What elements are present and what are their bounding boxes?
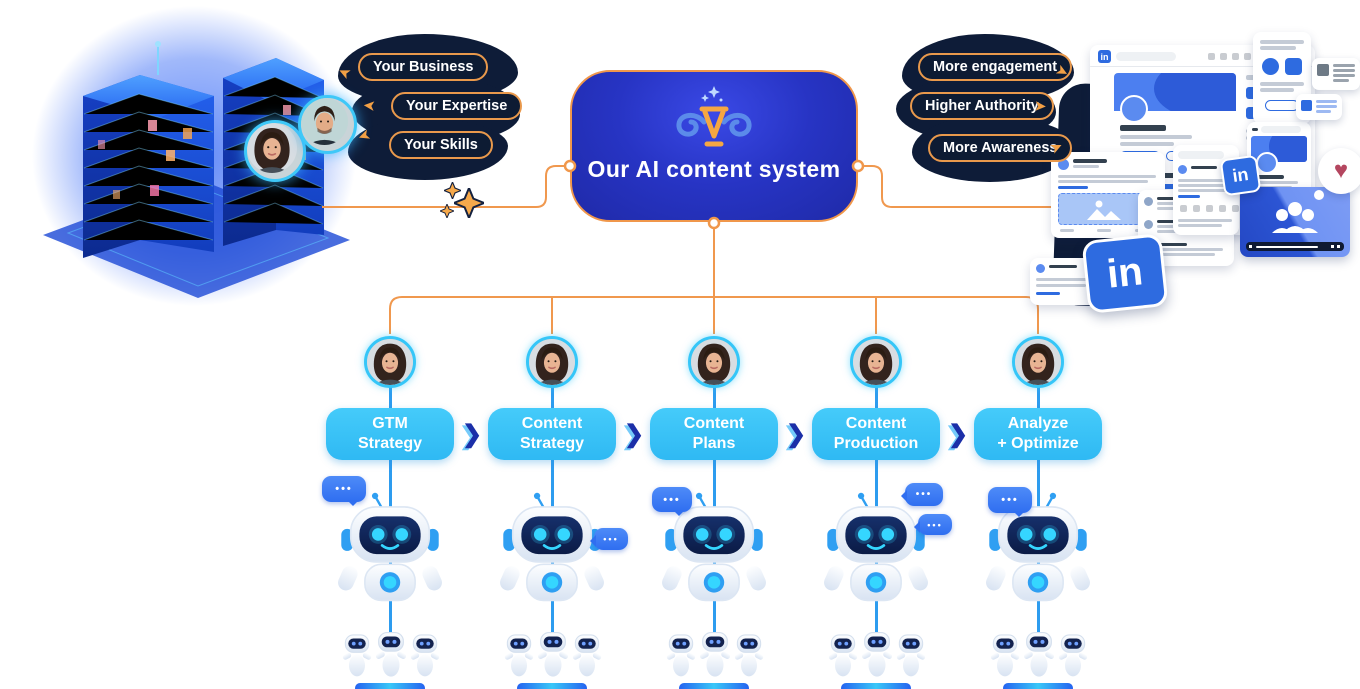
robot-agent-content-strategy (497, 488, 607, 611)
mini-robot (698, 626, 732, 689)
mini-robot (827, 628, 859, 689)
mini-robot (1057, 628, 1089, 689)
pill-more-engagement: More engagement (918, 53, 1073, 81)
mini-robot (1022, 626, 1056, 689)
chevron-right-icon: ❯ (948, 421, 969, 448)
pill-more-awareness: More Awareness (928, 134, 1073, 162)
bottom-bar (517, 683, 587, 689)
mini-robot (341, 628, 373, 689)
arrow-left-icon: ➤ (362, 96, 377, 115)
profile-cover (1251, 136, 1307, 162)
profile-avatar (1120, 95, 1148, 123)
chat-bubble-icon (1312, 58, 1360, 90)
audience-icon (1272, 202, 1318, 233)
sparkles-decoration (438, 180, 498, 235)
mini-robot (571, 628, 603, 689)
linkedin-logo: in (1098, 50, 1111, 63)
founder-avatar-man (298, 95, 357, 154)
typing-bubble-icon: ••• (322, 476, 366, 506)
typing-bubble-icon: ••• (914, 514, 952, 535)
building-illustration (32, 6, 356, 306)
pill-your-expertise: Your Expertise (391, 92, 523, 120)
stage-avatar (526, 336, 578, 388)
mini-robot (860, 626, 894, 689)
mini-robot (374, 626, 408, 689)
robot-agent-content-production (821, 488, 931, 611)
pill-your-skills: Your Skills (389, 131, 493, 159)
video-player-mockup (1240, 187, 1350, 257)
center-system-box: Our AI content system (570, 70, 858, 222)
tower-left (83, 75, 214, 258)
bottom-bar (355, 683, 425, 689)
typing-bubble-icon: ••• (988, 487, 1032, 517)
search-input[interactable] (1261, 126, 1301, 133)
bottom-bar (1003, 683, 1073, 689)
mini-robot (665, 628, 697, 689)
mini-robot (409, 628, 441, 689)
stage-avatar (850, 336, 902, 388)
profile-avatar (1256, 152, 1278, 174)
pill-your-business: Your Business (358, 53, 489, 81)
chat-bubble-icon (1296, 94, 1342, 120)
mini-robot (895, 628, 927, 689)
follow-button[interactable] (1265, 100, 1299, 111)
chevron-right-icon: ❯ (786, 421, 807, 448)
bottom-bar (679, 683, 749, 689)
stage-button-analyze-optimize[interactable]: Analyze+ Optimize (974, 408, 1102, 460)
center-box-title: Our AI content system (587, 156, 841, 182)
phone-nav-icons (1180, 205, 1239, 212)
stage-avatar (1012, 336, 1064, 388)
play-icon[interactable] (1249, 245, 1252, 248)
mini-robot (733, 628, 765, 689)
pill-higher-authority: Higher Authority (910, 92, 1054, 120)
search-input[interactable] (1178, 151, 1224, 159)
chevron-right-icon: ❯ (624, 421, 645, 448)
mini-robot (503, 628, 535, 689)
video-progress-bar[interactable] (1246, 242, 1344, 251)
typing-bubble-icon: ••• (901, 483, 943, 506)
arrow-right-icon: ➤ (1033, 97, 1047, 116)
mini-robot (536, 626, 570, 689)
typing-bubble-icon: ••• (590, 528, 628, 550)
search-input[interactable] (1116, 52, 1176, 61)
heart-reaction-icon: ♥ (1314, 148, 1360, 200)
stage-avatar (364, 336, 416, 388)
typing-bubble-icon: ••• (652, 487, 692, 516)
cvc-trophy-logo-icon (676, 86, 752, 147)
chevron-right-icon: ❯ (462, 421, 483, 448)
stage-avatar (688, 336, 740, 388)
linkedin-logo: in (1081, 233, 1169, 314)
bottom-bar (841, 683, 911, 689)
mini-robot (989, 628, 1021, 689)
founder-avatar-woman (244, 120, 306, 182)
linkedin-logo: in (1219, 154, 1262, 197)
